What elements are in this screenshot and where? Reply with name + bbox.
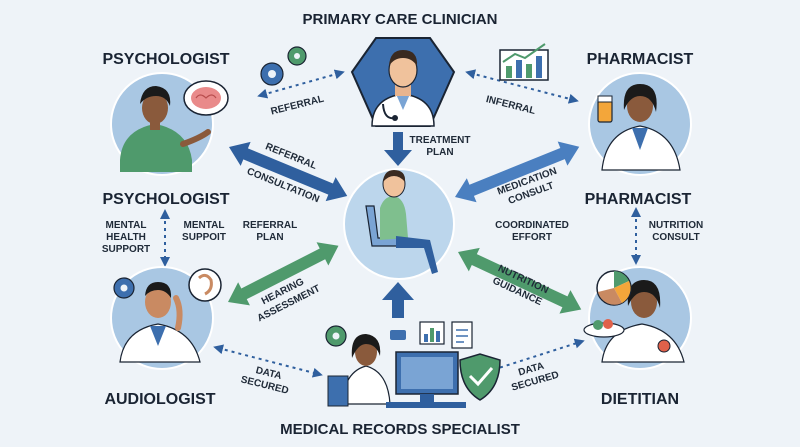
treatment-line-2: PLAN	[426, 147, 453, 158]
dotted-connectors	[160, 69, 641, 378]
psychologist-title-mid: PSYCHOLOGIST	[102, 191, 229, 208]
audiologist-title: AUDIOLOGIST	[104, 391, 215, 408]
diet-patient-arrow	[458, 247, 582, 314]
pharmacist-title-mid: PHARMACIST	[585, 191, 692, 208]
dietitian-node	[583, 266, 692, 370]
document-icon	[451, 321, 473, 349]
audio-records-connector	[213, 344, 323, 378]
psych-patient-arrow	[229, 141, 348, 202]
referral-top-label: REFERRAL	[270, 94, 325, 118]
records-gear-icon	[325, 325, 347, 347]
audiologist-node	[110, 266, 222, 370]
nutrition-consult-line-1: NUTRITION	[649, 220, 703, 231]
records-title: MEDICAL RECORDS SPECIALIST	[280, 421, 520, 438]
chat-icon	[390, 330, 406, 340]
inferral-label: INFERRAL	[485, 94, 537, 117]
psychologist-title-top: PSYCHOLOGIST	[102, 51, 229, 68]
mental-suppoit-line-1: MENTAL	[184, 220, 225, 231]
pharmacist-title-top: PHARMACIST	[587, 51, 694, 68]
mental-health-line-2: HEALTH	[106, 232, 146, 243]
thick-arrows	[228, 132, 582, 318]
apple-icon	[657, 339, 671, 353]
coordinated-line-2: EFFORT	[512, 232, 552, 243]
gears-icon	[260, 46, 307, 86]
records-node	[325, 321, 501, 408]
clinician-figure	[371, 50, 435, 127]
pharmacist-node	[588, 72, 692, 176]
clinician-node	[350, 37, 456, 127]
audio-gear-icon	[113, 277, 135, 299]
mental-health-line-1: MENTAL	[106, 220, 147, 231]
clinician-patient-arrow	[384, 132, 412, 166]
mental-health-line-3: SUPPORT	[102, 244, 150, 255]
referral-plan-line-2: PLAN	[256, 232, 283, 243]
patient-node	[343, 168, 455, 280]
dietitian-title: DIETITIAN	[601, 391, 679, 408]
office-chair-icon	[327, 375, 349, 407]
treatment-line-1: TREATMENT	[410, 135, 471, 146]
mental-suppoit-line-2: SUPPOIT	[182, 232, 226, 243]
pill-bottle-icon	[597, 99, 613, 123]
clinician-title: PRIMARY CARE CLINICIAN	[302, 11, 497, 28]
nutrition-consult-line-2: CONSULT	[652, 232, 700, 243]
records-patient-arrow	[382, 282, 414, 318]
coordinated-line-1: COORDINATED	[495, 220, 569, 231]
shield-icon	[459, 353, 501, 401]
ear-icon	[188, 268, 222, 302]
psychologist-node	[110, 72, 229, 176]
audio-patient-arrow	[228, 242, 339, 306]
pharm-patient-arrow	[455, 141, 580, 203]
referral-plan-line-1: REFERRAL	[243, 220, 297, 231]
growth-chart-icon	[499, 43, 549, 81]
